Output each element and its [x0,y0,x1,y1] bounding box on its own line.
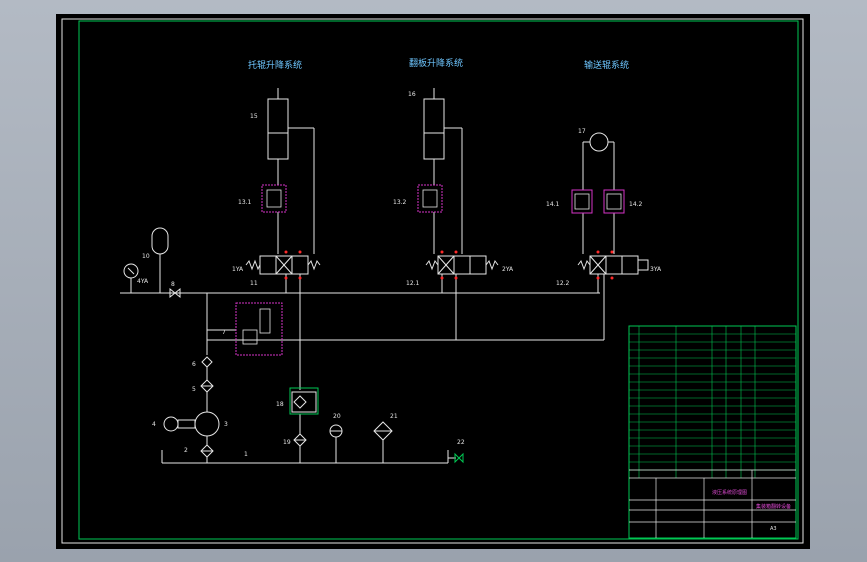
label-12-2: 12.2 [556,280,570,287]
drawing-title: 液压系统原理图 [712,489,747,496]
label-sol-b: 2YA [502,266,514,273]
check-valve-internals [242,189,622,345]
hydraulic-lines [120,88,649,464]
label-1: 1 [244,451,248,458]
title-roller-lift: 托辊升降系统 [248,59,302,71]
inner-frame [78,20,799,540]
label-17: 17 [578,128,586,135]
label-13-1: 13.1 [238,199,252,206]
filter-frame [289,387,319,415]
label-11: 11 [250,280,258,287]
label-3: 3 [224,421,228,428]
title-flap-lift: 翻板升降系统 [409,57,463,69]
label-7: 7 [222,329,226,336]
label-15: 15 [250,113,258,120]
label-12-1: 12.1 [406,280,420,287]
component-labels: 15 16 17 13.1 13.2 14.1 14.2 1YA 2YA 3YA… [137,91,662,458]
label-5: 5 [192,386,196,393]
label-14-2: 14.2 [629,201,643,208]
sheet-size: A3 [770,526,777,532]
port-markers [284,250,614,280]
label-2: 2 [184,447,188,454]
label-sol-a: 1YA [232,266,244,273]
label-13-2: 13.2 [393,199,407,206]
outer-border [61,18,804,544]
label-4: 4 [152,421,156,428]
label-9: 4YA [137,278,149,285]
label-6: 6 [192,361,196,368]
title-grid [629,469,796,538]
bom-grid [629,326,796,478]
product-name: 集装箱翻转设备 [756,503,791,510]
drawing-background [56,14,810,549]
label-21: 21 [390,413,398,420]
label-16: 16 [408,91,416,98]
label-10: 10 [142,253,150,260]
label-20: 20 [333,413,341,420]
label-8: 8 [171,281,175,288]
title-conveyor: 输送辊系统 [584,59,629,71]
drain-valve-icon [454,452,464,464]
label-14-1: 14.1 [546,201,560,208]
label-22: 22 [457,439,465,446]
label-18: 18 [276,401,284,408]
title-block: 液压系统原理图 集装箱翻转设备 A3 [628,325,797,539]
label-19: 19 [283,439,291,446]
check-valves [235,184,625,356]
label-sol-c: 3YA [650,266,662,273]
